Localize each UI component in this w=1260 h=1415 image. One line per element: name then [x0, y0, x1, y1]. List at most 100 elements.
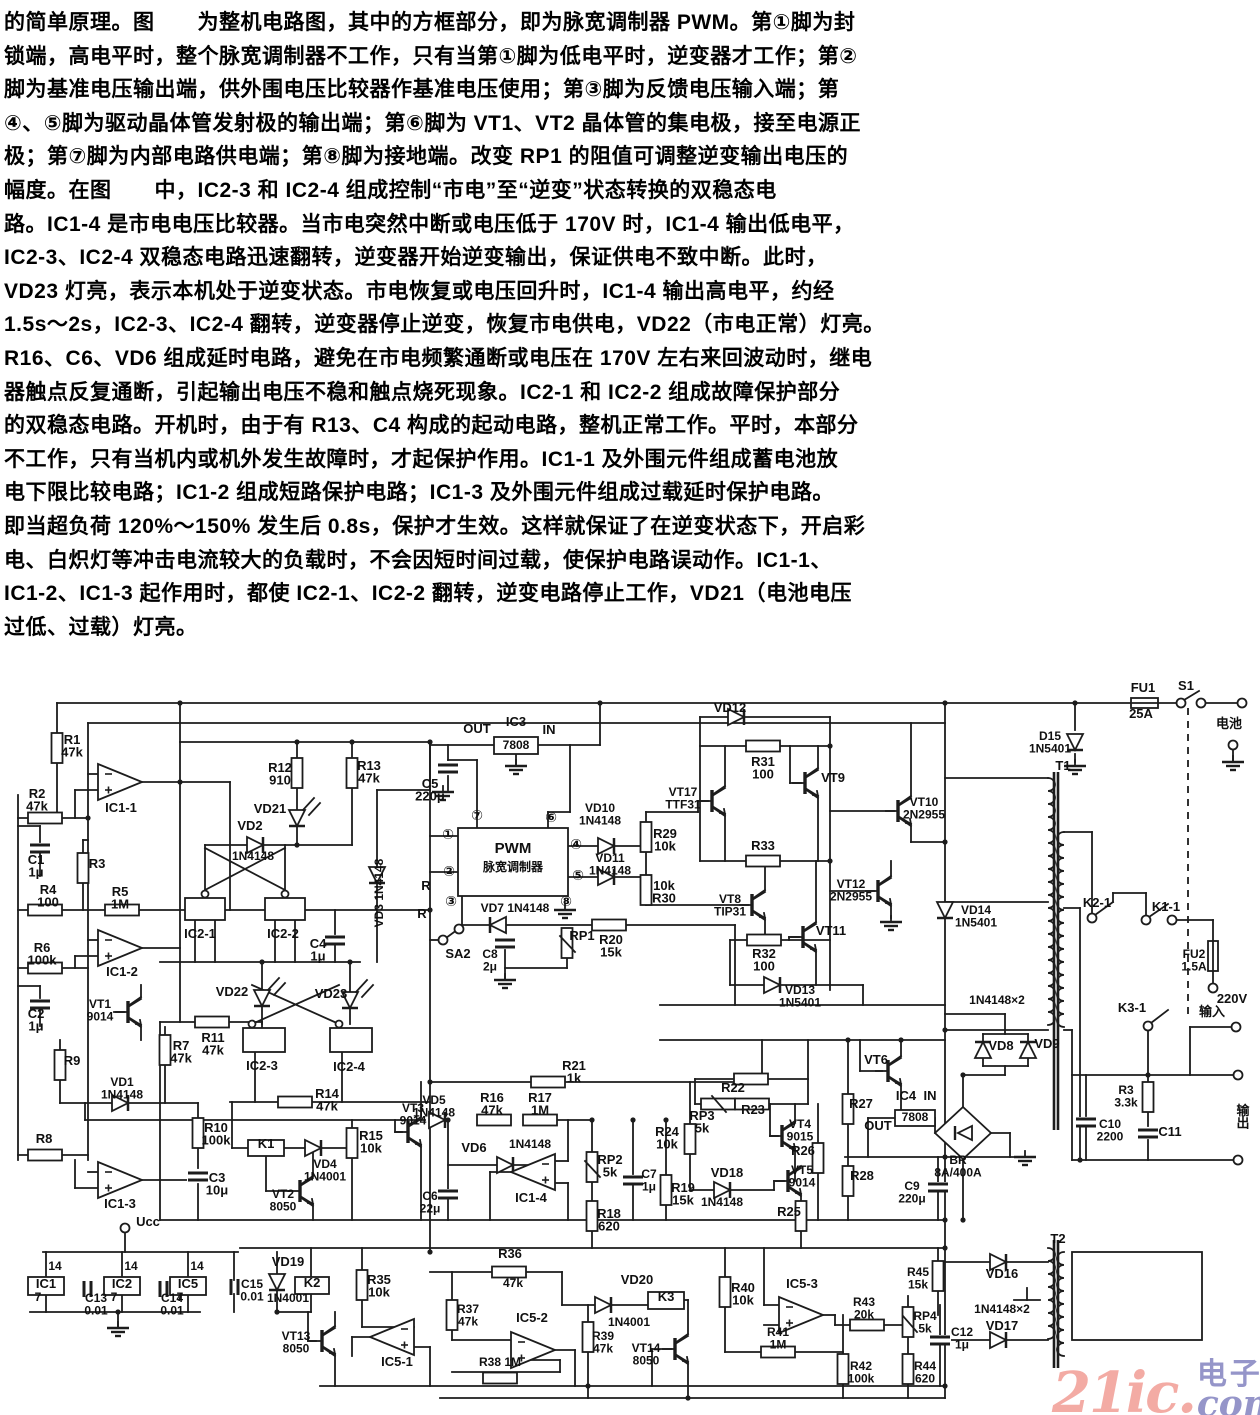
- component-label: K1-1: [1152, 899, 1180, 914]
- component-label: IC1-1: [105, 800, 137, 815]
- article-line: 路。IC1-4 是市电电压比较器。当市电突然中断或电压低于 170V 时，IC1…: [4, 212, 855, 236]
- component-label: VD2: [237, 818, 262, 833]
- article-line: 锁端，高电平时，整个脉宽调制器不工作，只有当第①脚为低电平时，逆变器才工作；第②: [4, 44, 858, 68]
- component-label: VD16: [986, 1266, 1019, 1281]
- component-label: VT6: [864, 1052, 888, 1067]
- component-label: IC5-2: [516, 1310, 548, 1325]
- component-label: R22: [721, 1080, 745, 1095]
- watermark-dot: .: [1177, 1360, 1196, 1415]
- component-label: S1: [1178, 678, 1194, 693]
- component-label: ②: [443, 863, 455, 879]
- component-label: VD22: [216, 984, 249, 999]
- component-label: ⑥: [545, 809, 557, 825]
- article-line: 过低、过载）灯亮。: [4, 615, 198, 639]
- component-label: ④: [570, 836, 582, 852]
- article-line: 电下限比较电路；IC1-2 组成短路保护电路；IC1-3 及外围元件组成过载延时…: [4, 481, 834, 505]
- component-label: 1N4001: [608, 1315, 650, 1329]
- component-label: IC2: [112, 1276, 132, 1291]
- component-label: K1: [258, 1136, 275, 1151]
- component-label: VD7 1N4148: [481, 901, 550, 915]
- component-label: K2: [304, 1275, 321, 1290]
- component-label: ③: [445, 893, 457, 909]
- component-label: R28: [850, 1168, 874, 1183]
- component-label: VD6: [461, 1140, 486, 1155]
- watermark-cn: 电子网: [1196, 1357, 1260, 1392]
- component-label: 电池: [1216, 716, 1242, 731]
- component-label: R9: [64, 1053, 81, 1068]
- component-label: IC1-2: [106, 964, 138, 979]
- component-label: 1N4148: [509, 1137, 551, 1151]
- component-label: K3-1: [1118, 1000, 1146, 1015]
- article-line: 幅度。在图 中，IC2-3 和 IC2-4 组成控制“市电”至“逆变”状态转换的…: [4, 178, 777, 202]
- component-label: T2: [1050, 1231, 1065, 1246]
- watermark: 21ic.电子网com: [1052, 1360, 1260, 1415]
- component-label: IC2-3: [246, 1058, 278, 1073]
- component-label: 1N4148: [701, 1195, 743, 1209]
- article-line: 器触点反复通断，引起输出电压不稳和触点烧死现象。IC2-1 和 IC2-2 组成…: [4, 380, 841, 404]
- component-label: Ucc: [136, 1214, 160, 1229]
- component-label: IC5: [178, 1276, 198, 1291]
- component-label: R27: [849, 1096, 873, 1111]
- component-label: VD12: [714, 700, 747, 715]
- component-label: 220V: [1217, 991, 1248, 1006]
- article-line: 1.5s～2s，IC2-3、IC2-4 翻转，逆变器停止逆变，恢复市电供电，VD…: [4, 313, 885, 337]
- component-label: VD8: [988, 1038, 1013, 1053]
- component-label: IC1-4: [515, 1190, 548, 1205]
- component-label: 7: [35, 1290, 42, 1304]
- article-line: IC1-2、IC1-3 起作用时，都使 IC2-1、IC2-2 翻转，逆变电路停…: [4, 582, 852, 606]
- component-label: ⑦: [471, 807, 483, 823]
- component-label: VD21: [254, 801, 287, 816]
- component-label: VD3 1N4148: [372, 858, 386, 927]
- component-label: OUT: [463, 721, 491, 736]
- component-label: VD23: [315, 986, 348, 1001]
- article-line: 即当超负荷 120%～150% 发生后 0.8s，保护才生效。这样就保证了在逆变…: [4, 514, 866, 538]
- component-label: T1: [1055, 758, 1070, 773]
- component-label: IC1: [36, 1276, 56, 1291]
- component-label: ①: [442, 826, 454, 842]
- component-label: ⑧: [560, 893, 572, 909]
- article-line: 极；第⑦脚为内部电路供电端；第⑧脚为接地端。改变 RP1 的阻值可调整逆变输出电…: [4, 145, 849, 169]
- component-label: R: [417, 906, 427, 921]
- component-label: R26: [791, 1143, 815, 1158]
- component-label: 14: [124, 1259, 138, 1273]
